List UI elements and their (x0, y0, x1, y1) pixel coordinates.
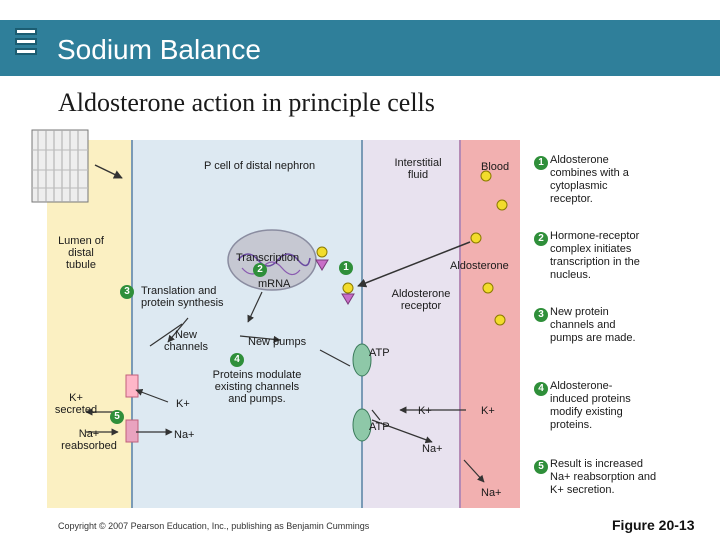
k-secreted-label: K+ secreted (54, 392, 98, 416)
k-ion-cell: K+ (176, 398, 190, 410)
mrna-label: mRNA (258, 278, 291, 290)
step-badge-1: 1 (534, 156, 548, 170)
na-reabsorbed-label: Na+ reabsorbed (61, 428, 117, 452)
figure-label: Figure 20-13 (612, 517, 695, 533)
step-badge-diagram-3: 3 (120, 285, 134, 299)
aldosterone-label: Aldosterone (450, 260, 509, 272)
hormone-receptor-complex (316, 246, 328, 258)
na-ion-interstitial: Na+ (422, 443, 443, 455)
step-badge-diagram-2: 2 (253, 263, 267, 277)
interstitial-fluid-label: Interstitial fluid (394, 157, 442, 181)
na-channel (125, 419, 139, 443)
cell-region (132, 140, 362, 508)
k-channel (125, 374, 139, 398)
aldosterone-receptor-shape (341, 293, 355, 305)
na-k-pump-2 (352, 408, 372, 442)
translation-label: Translation and protein synthesis (141, 285, 224, 309)
aldosterone-molecule (470, 232, 482, 244)
step-text-1: Aldosterone combines with a cytoplasmic … (550, 154, 629, 205)
step-text-5: Result is increased Na+ reabsorption and… (550, 458, 657, 496)
header-bar (0, 20, 720, 76)
dna-strand (237, 253, 311, 267)
k-ion-interstitial: K+ (418, 405, 432, 417)
step-badge-4: 4 (534, 382, 548, 396)
menu-icon (15, 28, 39, 64)
step-badge-diagram-5: 5 (110, 410, 124, 424)
step-badge-2: 2 (534, 232, 548, 246)
copyright-notice: Copyright © 2007 Pearson Education, Inc.… (58, 521, 370, 531)
lumen-label: Lumen of distal tubule (58, 235, 104, 271)
step-text-3: New protein channels and pumps are made. (550, 306, 636, 344)
page-subtitle: Aldosterone action in principle cells (58, 88, 435, 117)
step-badge-diagram-1: 1 (339, 261, 353, 275)
aldosterone-receptor-label: Aldosterone receptor (391, 288, 451, 312)
nephron-tubule-icon (31, 129, 123, 203)
step-badge-5: 5 (534, 460, 548, 474)
step-badge-diagram-4: 4 (230, 353, 244, 367)
proteins-modulate-label: Proteins modulate existing channels and … (212, 369, 302, 405)
na-ion-cell: Na+ (174, 429, 195, 441)
new-channels-label: New channels (163, 329, 209, 353)
na-ion-blood: Na+ (481, 487, 502, 499)
diagram-graphics (31, 129, 520, 508)
blood-label: Blood (481, 161, 510, 173)
p-cell-label: P cell of distal nephron (204, 160, 316, 172)
atp-label-1: ATP (369, 347, 390, 359)
page-title: Sodium Balance (57, 34, 261, 65)
step-text-2: Hormone-receptor complex initiates trans… (550, 230, 640, 281)
new-pumps-label: New pumps (248, 336, 307, 348)
aldosterone-diagram: P cell of distal nephron Interstitial fl… (0, 120, 720, 540)
step-badge-3: 3 (534, 308, 548, 322)
interstitial-region (362, 140, 460, 508)
blood-region (460, 140, 520, 508)
atp-label-2: ATP (369, 421, 390, 433)
k-ion-blood: K+ (481, 405, 495, 417)
transcription-label: Transcription (236, 252, 300, 264)
step-text-4: Aldosterone-induced proteins modify exis… (550, 380, 631, 431)
na-k-pump-1 (352, 343, 372, 377)
